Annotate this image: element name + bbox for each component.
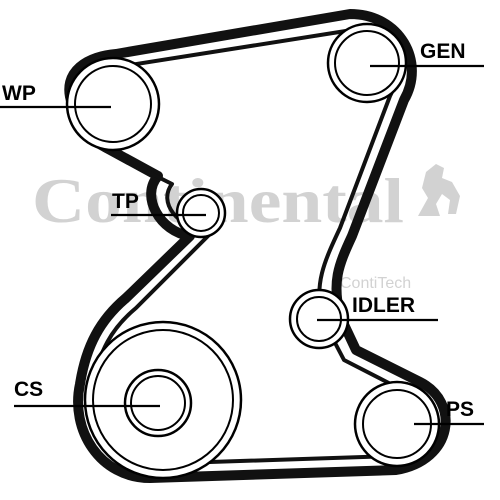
- watermark-subbrand: ContiTech: [340, 275, 411, 292]
- belt-outer-edge: [64, 9, 451, 483]
- label-idler: IDLER: [352, 294, 415, 317]
- leader-lines: [0, 64, 484, 426]
- pulley-wp: [65, 56, 161, 152]
- watermark: Continental ContiTech: [32, 164, 460, 292]
- label-tp: TP: [112, 190, 139, 213]
- label-gen: GEN: [420, 40, 466, 63]
- pulley-cs: [83, 320, 243, 480]
- component-labels: GEN WP TP IDLER CS PS: [2, 40, 474, 421]
- label-ps: PS: [446, 398, 474, 421]
- rearing-horse-icon: [418, 164, 460, 216]
- pulley-tp: [175, 187, 227, 239]
- pulley-gen: [326, 22, 408, 104]
- label-wp: WP: [2, 82, 36, 105]
- label-cs: CS: [14, 378, 43, 401]
